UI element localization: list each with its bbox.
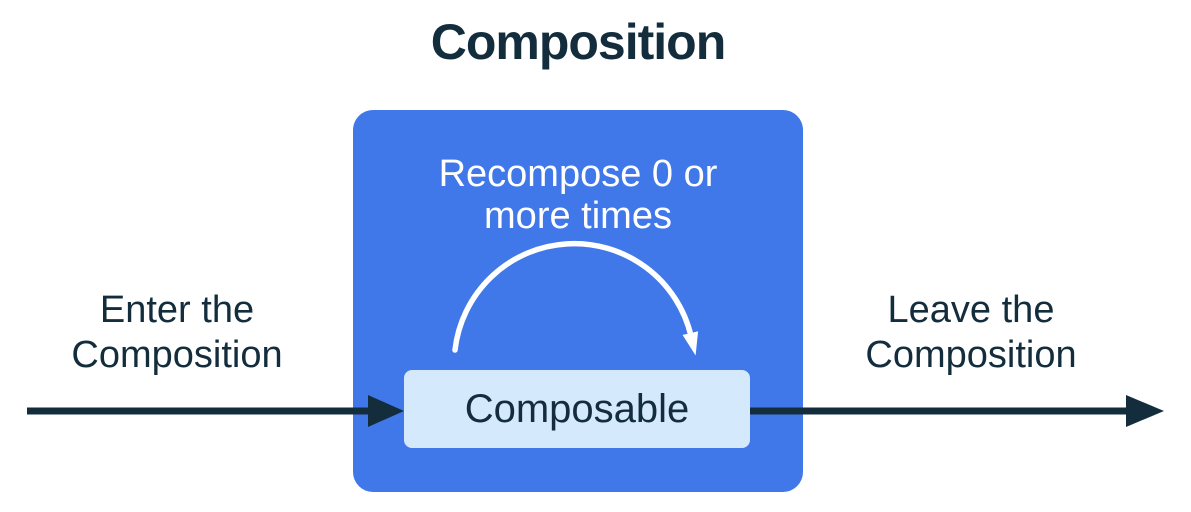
enter-composition-label: Enter the Composition [71,289,283,376]
recompose-label: Recompose 0 or more times [438,153,718,237]
composable-box: Composable [404,370,750,448]
composable-label: Composable [464,386,690,431]
leave-arrow-icon [749,395,1164,427]
enter-arrow-icon [27,395,404,427]
diagram-title: Composition [430,14,727,70]
leave-composition-label: Leave the Composition [865,289,1077,376]
